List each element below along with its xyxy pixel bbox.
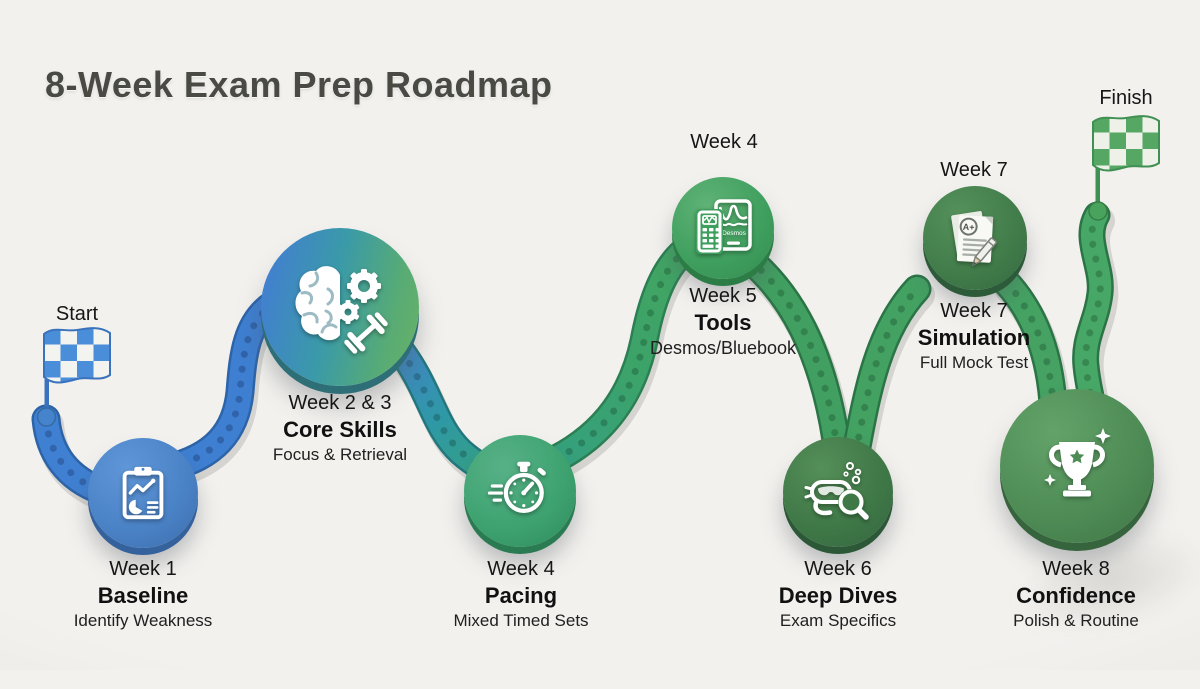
milestone-label-week2-3: Week 2 & 3 Core Skills Focus & Retrieval [273,391,407,466]
finish-flag-pole [1095,166,1100,206]
milestone-node-week7: A+ [923,186,1027,290]
dive-mask-magnifier-icon [804,462,869,520]
milestone-node-week2-3 [261,228,419,386]
milestone-label-week7: Week 7 Simulation Full Mock Test [918,299,1030,374]
week-label: Week 8 [1042,558,1110,580]
finish-flag-knob [1088,201,1108,221]
week-label: Week 2 & 3 [288,392,392,414]
detail-label: Full Mock Test [919,353,1029,372]
milestone-node-week4 [464,435,576,547]
finish-flag [1088,115,1160,221]
milestone-node-week8 [1000,389,1154,543]
name-label: Simulation [917,325,1031,350]
start-flag-knob [36,407,57,427]
week7-above-label: Week 7 [940,159,1008,181]
grade-label: A+ [962,222,974,233]
path-segment-week6-week7 [856,289,917,452]
week-label: Week 7 [940,300,1008,322]
detail-label: Identify Weakness [73,611,213,630]
detail-label: Polish & Routine [1013,611,1139,630]
calculator-desmos-tablet-icon: Desmos [696,199,752,254]
milestone-node-week6 [783,437,893,547]
clipboard-chart-icon [122,466,164,520]
stopwatch-icon [487,461,546,513]
name-label: Core Skills [283,417,397,442]
milestone-label-week6: Week 6 Deep Dives Exam Specifics [779,557,898,632]
detail-label: Mixed Timed Sets [453,611,589,630]
milestone-node-week5: Desmos [672,177,774,279]
start-checkered-flag-icon [43,327,111,384]
week-label: Week 4 [487,558,555,580]
week-label: Week 5 [689,285,757,307]
desmos-label: Desmos [722,230,747,237]
detail-label: Focus & Retrieval [272,445,408,464]
graded-paper-pencil-icon: A+ [951,211,997,266]
trophy-icon [1044,428,1111,497]
brain-gears-dumbbell-icon [295,266,388,354]
page-title: 8-Week Exam Prep Roadmap [45,64,553,106]
milestone-label-week4: Week 4 Pacing Mixed Timed Sets [453,557,588,632]
name-label: Confidence [1016,583,1136,608]
roadmap-path-canvas [0,115,1160,670]
week5-above-label: Week 4 [690,131,758,153]
name-label: Tools [694,310,752,335]
finish-checkered-flag-icon [1092,115,1160,172]
milestone-label-week8: Week 8 Confidence Polish & Routine [1013,557,1139,632]
week-label: Week 1 [109,558,177,580]
detail-label: Exam Specifics [779,611,897,630]
start-label: Start [55,303,99,325]
milestone-label-week1: Week 1 Baseline Identify Weakness [74,557,213,632]
path-segment-week8-finish [1086,215,1101,414]
week-label: Week 6 [804,558,872,580]
name-label: Deep Dives [778,583,898,608]
name-label: Pacing [484,583,558,608]
detail-label: Desmos/Bluebook [649,338,797,358]
finish-label: Finish [1099,87,1153,109]
milestone-label-week5: Week 5 Tools Desmos/Bluebook [650,284,796,359]
start-flag [36,327,111,427]
start-flag-pole [44,378,49,414]
milestone-node-week1 [88,438,198,548]
name-label: Baseline [97,583,189,608]
